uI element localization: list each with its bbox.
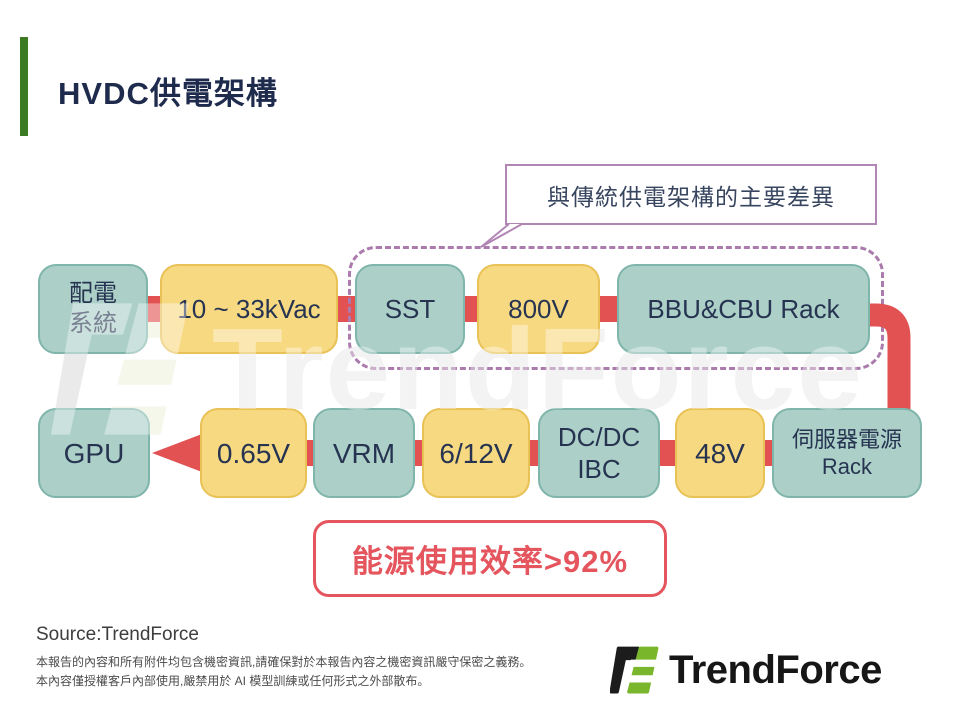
connector	[598, 296, 619, 322]
source-label: Source:TrendForce	[36, 624, 199, 645]
node-10-33kvac: 10 ~ 33kVac	[160, 264, 338, 354]
node-sst: SST	[355, 264, 465, 354]
trendforce-logo-text: TrendForce	[669, 647, 882, 692]
callout-box: 與傳統供電架構的主要差異	[505, 164, 877, 225]
connector	[463, 296, 479, 322]
trendforce-logo: TrendForce	[610, 644, 882, 696]
node-48v: 48V	[675, 408, 765, 498]
node-distribution-system: 配電 系統	[38, 264, 148, 354]
title-accent-bar	[20, 37, 28, 136]
node-800v: 800V	[477, 264, 600, 354]
disclaimer: 本報告的內容和所有附件均包含機密資訊,請確保對於本報告內容之機密資訊嚴守保密之義…	[36, 653, 531, 691]
node-065v: 0.65V	[200, 408, 307, 498]
connector	[527, 440, 541, 466]
disclaimer-line-2: 本內容僅授權客戶內部使用,嚴禁用於 AI 模型訓練或任何形式之外部散布。	[36, 674, 430, 689]
node-6-12v: 6/12V	[422, 408, 530, 498]
disclaimer-line-1: 本報告的內容和所有附件均包含機密資訊,請確保對於本報告內容之機密資訊嚴守保密之義…	[36, 655, 532, 669]
arrow-left-icon	[152, 434, 202, 472]
connector	[657, 440, 678, 466]
node-gpu: GPU	[38, 408, 150, 498]
page-title: HVDC供電架構	[58, 76, 278, 111]
connector	[336, 296, 357, 322]
trendforce-logo-icon	[610, 646, 659, 694]
node-server-psu-rack: 伺服器電源 Rack	[772, 408, 922, 498]
node-bbu-cbu-rack: BBU&CBU Rack	[617, 264, 870, 354]
node-dcdc-ibc: DC/DC IBC	[538, 408, 660, 498]
node-vrm: VRM	[313, 408, 415, 498]
connector	[762, 440, 775, 466]
efficiency-badge: 能源使用效率>92%	[313, 520, 667, 597]
